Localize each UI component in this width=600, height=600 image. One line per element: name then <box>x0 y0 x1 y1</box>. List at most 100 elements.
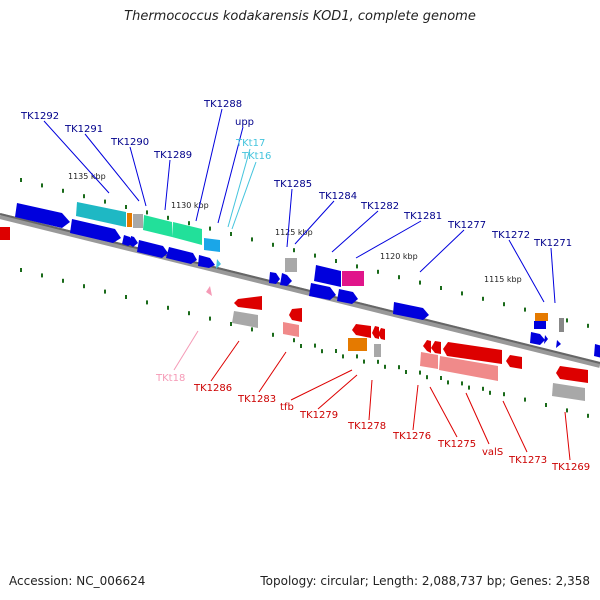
gene-TK1283b-feature[interactable] <box>283 322 299 337</box>
label-valS[interactable]: valS <box>482 447 503 458</box>
gene-upp-b-feature[interactable] <box>198 255 215 268</box>
ruler-tick <box>321 349 323 354</box>
gene-TK1285-pseudo-feature[interactable] <box>285 258 297 272</box>
kbp-label-1130: 1130 kbp <box>171 201 209 210</box>
ruler-tick <box>461 381 463 386</box>
ruler-tick <box>188 221 190 226</box>
gene-TK1285b-feature[interactable] <box>280 273 292 286</box>
gene-TK1292-feature[interactable] <box>15 203 70 228</box>
label-upp[interactable]: upp <box>235 117 254 128</box>
gene-TK1288b-feature[interactable] <box>137 240 168 258</box>
ruler-tick <box>62 278 64 283</box>
kbp-label-1125: 1125 kbp <box>275 228 313 237</box>
gene-TK1273-feature[interactable] <box>506 355 522 369</box>
label-TK1277[interactable]: TK1277 <box>447 220 486 231</box>
ruler-tick <box>83 194 85 199</box>
gene-TK1269-pseudo-feature[interactable] <box>552 383 585 401</box>
ruler-tick <box>251 327 253 332</box>
topology-text: Topology: circular; Length: 2,088,737 bp… <box>260 574 590 588</box>
gene-TK1268-feature[interactable] <box>594 344 600 358</box>
label-TK1273[interactable]: TK1273 <box>508 455 547 466</box>
gene-TK1291-feature[interactable] <box>76 202 126 227</box>
gene-upp-feature[interactable] <box>166 247 197 264</box>
label-TK1278[interactable]: TK1278 <box>347 421 386 432</box>
label-TK1272[interactable]: TK1272 <box>491 230 530 241</box>
ruler-tick <box>363 359 365 364</box>
gene-TK1272b-feature[interactable] <box>530 332 545 345</box>
ruler-tick <box>566 408 568 413</box>
gene-TK1279b-feature[interactable] <box>378 328 385 340</box>
gene-TK1289b-feature[interactable] <box>172 222 202 245</box>
ruler-tick <box>482 386 484 391</box>
ruler-tick <box>468 385 470 390</box>
gene-TK1291-rna-feature[interactable] <box>127 213 132 227</box>
label-TK1285[interactable]: TK1285 <box>273 179 312 190</box>
ruler-tick <box>335 349 337 353</box>
ruler-tick <box>419 370 421 375</box>
gene-TK1275b-feature[interactable] <box>439 356 498 381</box>
gene-TK1279-feature[interactable] <box>372 326 379 339</box>
trna-TKt18-feature[interactable] <box>206 286 212 296</box>
label-TK1271[interactable]: TK1271 <box>533 238 572 249</box>
label-tfb[interactable]: tfb <box>280 402 294 413</box>
label-TKt18[interactable]: TKt18 <box>155 373 185 384</box>
gene-valS-feature[interactable] <box>443 342 502 364</box>
gene-TK1272-feature[interactable] <box>534 321 546 329</box>
gene-TK1275-feature[interactable] <box>420 352 438 369</box>
accession-text: Accession: NC_006624 <box>9 574 146 588</box>
gene-TK1286-feature[interactable] <box>234 296 262 310</box>
gene-TK1269-feature[interactable] <box>556 366 588 383</box>
gene-TK1282-feature[interactable] <box>342 271 364 286</box>
gene-TK1277-feature[interactable] <box>393 302 429 320</box>
gene-TK1290-feature[interactable] <box>133 214 143 228</box>
gene-TK1290c-feature[interactable] <box>130 236 138 247</box>
ruler-tick <box>545 403 547 407</box>
label-TK1275[interactable]: TK1275 <box>437 439 476 450</box>
ruler-tick <box>209 226 211 231</box>
label-TK1282[interactable]: TK1282 <box>360 201 399 212</box>
ruler-tick <box>125 295 127 299</box>
gene-TK1289-feature[interactable] <box>143 215 172 237</box>
label-TK1279[interactable]: TK1279 <box>299 410 338 421</box>
label-TK1269[interactable]: TK1269 <box>551 462 590 473</box>
ruler-tick <box>342 354 344 359</box>
gene-TK1271-pseudo-feature[interactable] <box>559 318 564 332</box>
gene-TK1284-feature[interactable] <box>314 265 341 287</box>
forward-strand-genes <box>0 202 600 358</box>
label-TKt16[interactable]: TKt16 <box>241 151 271 162</box>
label-TK1288[interactable]: TK1288 <box>203 99 242 110</box>
ruler-tick <box>426 375 428 380</box>
gene-TK1278-pseudo-feature[interactable] <box>374 344 381 357</box>
gene-TK1285-feature[interactable] <box>269 272 280 284</box>
ruler-tick <box>272 332 274 337</box>
label-TK1291[interactable]: TK1291 <box>64 124 103 135</box>
gene-TK1271-feature[interactable] <box>544 335 548 344</box>
label-TK1283[interactable]: TK1283 <box>237 394 276 405</box>
label-TK1284[interactable]: TK1284 <box>318 191 357 202</box>
gene-TFB-feature[interactable] <box>352 324 371 338</box>
gene-TK1288-feature[interactable] <box>204 238 220 252</box>
kbp-labels: 1135 kbp 1130 kbp 1125 kbp 1120 kbp 1115… <box>68 172 522 284</box>
gene-TK1272-rna-feature[interactable] <box>535 313 548 321</box>
label-TK1289[interactable]: TK1289 <box>153 150 192 161</box>
label-TKt17[interactable]: TKt17 <box>235 138 265 149</box>
gene-TK1281-feature[interactable] <box>337 289 358 304</box>
label-TK1276[interactable]: TK1276 <box>392 431 431 442</box>
gene-TK1283-feature[interactable] <box>289 308 302 322</box>
gene-TK1276-feature[interactable] <box>423 340 431 353</box>
gene-TK1270-feature[interactable] <box>556 340 561 348</box>
gene-TK1276b-feature[interactable] <box>431 341 441 354</box>
gene-TK1284b-feature[interactable] <box>309 283 336 300</box>
label-TK1290[interactable]: TK1290 <box>110 137 149 148</box>
ruler-tick <box>293 248 295 253</box>
gene-TK1292b-feature[interactable] <box>70 219 121 243</box>
ruler-tick <box>209 316 211 321</box>
gene-TK1279-rna-feature[interactable] <box>348 338 367 351</box>
ruler-tick <box>503 302 505 307</box>
gene-TK1286-pseudo-feature[interactable] <box>232 311 258 328</box>
trna-TKt17-feature[interactable] <box>216 259 221 269</box>
gene-TK1293-feature[interactable] <box>0 227 10 240</box>
label-TK1292[interactable]: TK1292 <box>20 111 59 122</box>
label-TK1286[interactable]: TK1286 <box>193 383 232 394</box>
label-TK1281[interactable]: TK1281 <box>403 211 442 222</box>
